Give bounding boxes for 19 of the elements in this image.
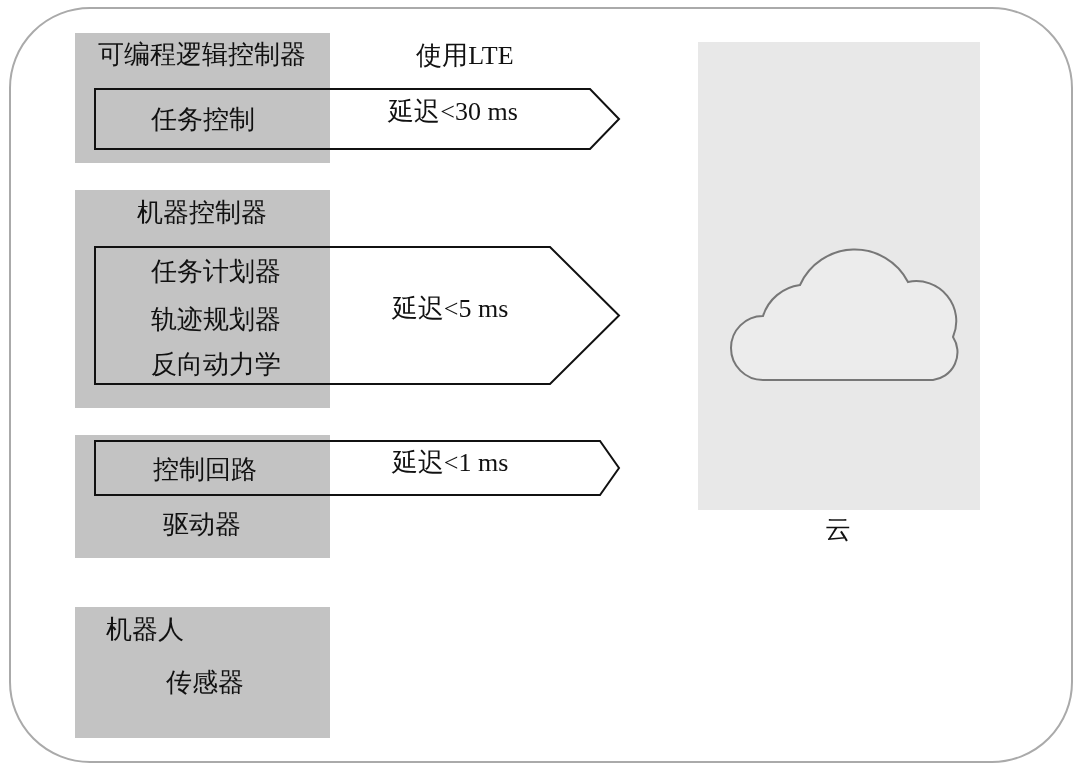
- latency-label: 延迟<30 ms: [388, 97, 518, 127]
- component-panel: [75, 190, 330, 408]
- component-label: 任务计划器: [151, 257, 281, 287]
- heading: 可编程逻辑控制器: [98, 40, 306, 70]
- network-label: 使用LTE: [416, 41, 514, 71]
- latency-label: 延迟<1 ms: [391, 448, 509, 478]
- component-label: 反向动力学: [151, 350, 281, 380]
- component-label: 任务控制: [151, 105, 255, 135]
- component-label: 驱动器: [163, 510, 241, 540]
- latency-label: 延迟<5 ms: [391, 294, 509, 324]
- component-panel: [75, 607, 330, 738]
- component-panel: [75, 33, 330, 163]
- component-label: 控制回路: [153, 455, 257, 485]
- component-label: 轨迹规划器: [151, 305, 281, 335]
- cloud-label: 云: [825, 515, 851, 545]
- heading: 机器人: [106, 615, 184, 645]
- component-panel: [75, 435, 330, 558]
- heading: 机器控制器: [137, 198, 267, 228]
- component-label: 传感器: [166, 668, 244, 698]
